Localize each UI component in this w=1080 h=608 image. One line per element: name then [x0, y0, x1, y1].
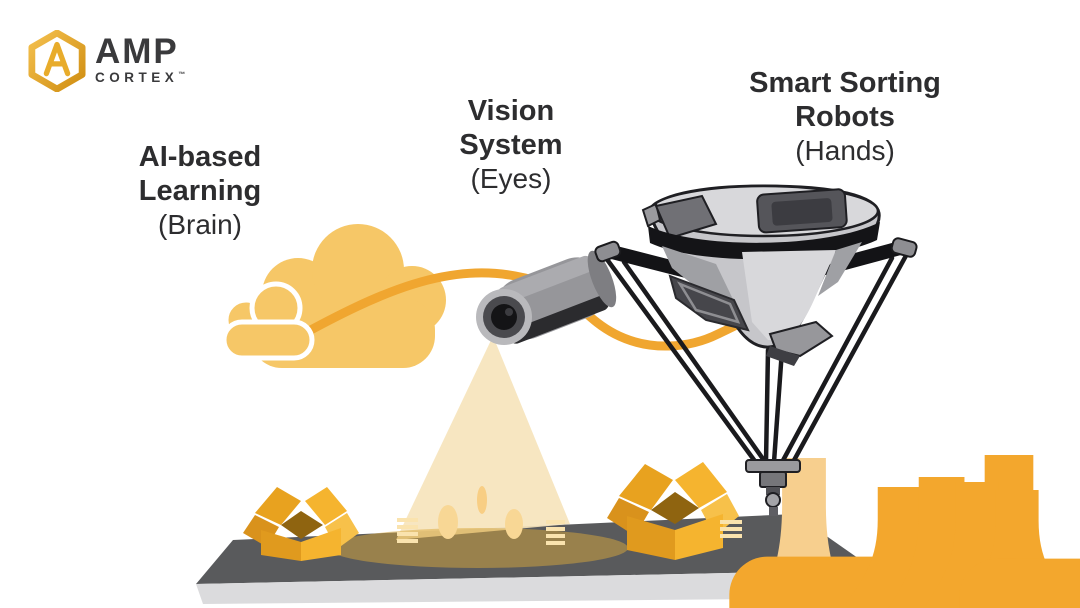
vision-camera-icon — [476, 250, 617, 345]
brand-name: AMP — [95, 32, 179, 71]
product-name: CORTEX™ — [95, 70, 185, 85]
cardboard-box-icon — [607, 462, 739, 560]
delta-robot-icon — [594, 184, 918, 516]
amp-hexagon-icon — [28, 30, 86, 92]
label-vision-system: Vision System (Eyes) — [459, 94, 562, 196]
robot-elbow-right — [890, 237, 918, 258]
brand-logo: AMP CORTEX™ — [28, 30, 185, 92]
robot-end-effector — [745, 459, 801, 516]
cardboard-box-icon — [243, 487, 359, 561]
bottle-icon — [438, 477, 1005, 608]
label-line: AI-based — [138, 141, 262, 173]
label-line: (Hands) — [795, 135, 895, 166]
bottle-icon — [720, 520, 742, 538]
label-ai-based-learning: AI-based Learning (Brain) — [139, 140, 261, 242]
light-beam — [396, 336, 570, 540]
robot-elbow-left — [594, 240, 622, 263]
bottle-icon — [546, 490, 1077, 608]
bottle-icon — [505, 482, 1037, 608]
product-name-text: CORTEX — [95, 70, 179, 85]
label-line: Learning — [138, 175, 262, 207]
conveyor-items — [243, 455, 1080, 608]
robot-link-rods — [603, 249, 911, 469]
label-line: Vision — [467, 95, 555, 127]
label-line: Robots — [795, 101, 895, 133]
trademark-symbol: ™ — [178, 71, 186, 79]
label-line: Smart Sorting — [749, 67, 941, 99]
bottle-icon — [477, 455, 1076, 608]
label-line: System — [459, 129, 563, 161]
cloud-small-icon — [221, 281, 315, 361]
belt-glow — [328, 528, 628, 568]
data-connector-curve — [291, 268, 760, 351]
bottle-icon — [397, 487, 964, 608]
label-line: (Brain) — [157, 209, 243, 240]
robot-body — [641, 184, 881, 366]
label-smart-sorting-robots: Smart Sorting Robots (Hands) — [749, 66, 941, 168]
label-line: (Eyes) — [470, 163, 552, 194]
